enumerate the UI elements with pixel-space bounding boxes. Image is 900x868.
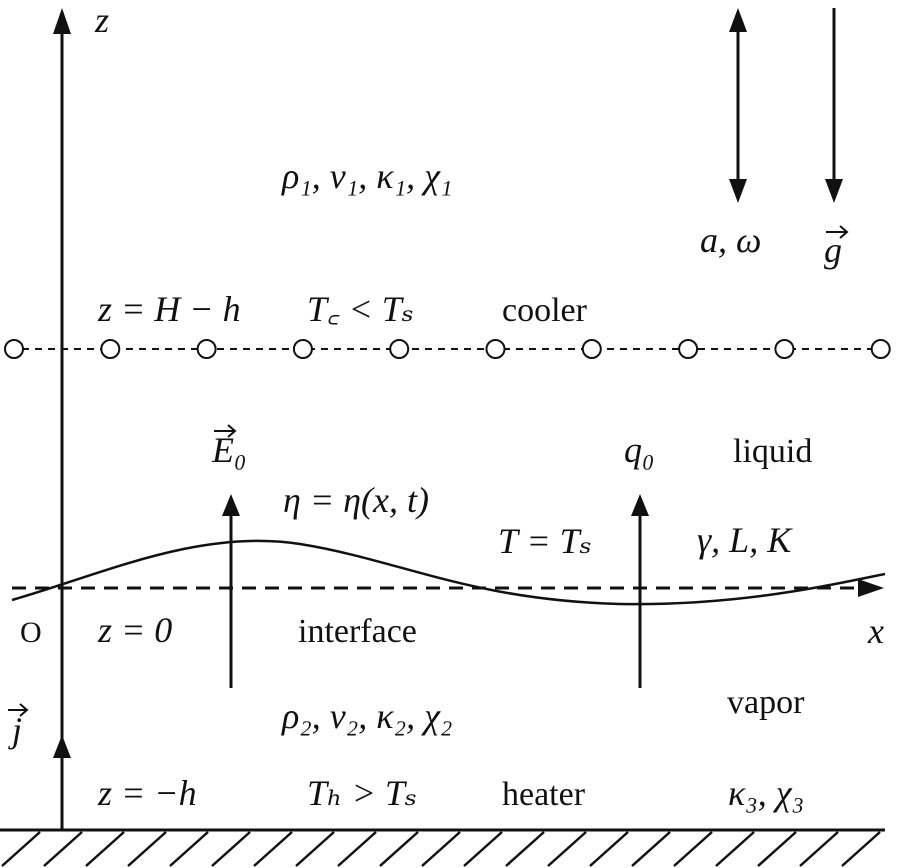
cooler-plane (4, 339, 891, 359)
top-properties-label: ρ₁, ν₁, κ₁, χ₁ (281, 156, 452, 196)
hatch-line (43, 831, 83, 867)
heater-properties-label: κ₃, χ₃ (728, 773, 804, 813)
origin-label: O (20, 616, 42, 649)
cooler-marker (389, 339, 410, 359)
interface-height-label: z = 0 (97, 610, 172, 650)
saturation-temperature-label: T = Tₛ (498, 521, 592, 561)
cooler-marker (100, 339, 121, 359)
hatch-line (337, 831, 377, 867)
heater-temperature-label: Tₕ > Tₛ (307, 773, 417, 813)
hatch-line (379, 831, 419, 867)
svg-text:j: j (8, 710, 22, 750)
cooler-label: cooler (502, 292, 588, 329)
hatch-line (757, 831, 797, 867)
heat-flux-arrow (631, 494, 649, 688)
gravity-label: g (824, 225, 849, 270)
vapor-label: vapor (727, 684, 805, 721)
hatch-line (841, 831, 881, 867)
interface-equation-label: η = η(x, t) (283, 480, 429, 520)
cooler-marker (292, 339, 313, 359)
hatch-line (631, 831, 671, 867)
svg-text:g: g (824, 230, 842, 270)
vibration-arrow (729, 8, 747, 203)
gravity-arrow (825, 8, 843, 203)
interface-curve (11, 539, 886, 606)
z-axis-label: z (94, 0, 109, 40)
hatch-line (85, 831, 125, 867)
cooler-marker (774, 339, 795, 359)
liquid-params-label: γ, L, K (697, 520, 793, 560)
hatch-line (253, 831, 293, 867)
liquid-label: liquid (733, 433, 812, 470)
vapor-properties-label: ρ₂, ν₂, κ₂, χ₂ (281, 696, 452, 736)
current-arrowhead (53, 735, 71, 758)
hatch-line (295, 831, 335, 867)
hatch-line (463, 831, 503, 867)
cooler-temperature-label: T꜀ < Tₛ (307, 289, 414, 329)
hatch-line (799, 831, 839, 867)
hatch-line (421, 831, 461, 867)
hatch-line (715, 831, 755, 867)
cooler-marker (196, 339, 217, 359)
x-axis-label: x (867, 611, 884, 651)
hatch-line (211, 831, 251, 867)
hatch-line (673, 831, 713, 867)
cooler-marker (4, 339, 24, 359)
cooler-marker (485, 339, 506, 359)
cooler-marker (870, 339, 891, 359)
current-label: j (8, 703, 29, 750)
field-arrow (222, 494, 240, 688)
x-axis (12, 579, 884, 597)
interface-label: interface (298, 613, 417, 650)
heater-label: heater (502, 776, 586, 813)
hatch-line (1, 831, 41, 867)
vibration-label: a, ω (700, 220, 761, 260)
z-axis (53, 8, 71, 830)
hatch-line (127, 831, 167, 867)
cooler-marker (581, 339, 602, 359)
hatch-line (169, 831, 209, 867)
hatch-line (505, 831, 545, 867)
field-label: E₀ (211, 424, 247, 470)
cooler-height-label: z = H − h (97, 289, 241, 329)
heater-wall (0, 828, 885, 867)
cooler-marker (678, 339, 699, 359)
heat-flux-label: q₀ (624, 430, 655, 470)
heater-height-label: z = −h (97, 773, 197, 813)
hatch-line (589, 831, 629, 867)
hatch-line (547, 831, 587, 867)
